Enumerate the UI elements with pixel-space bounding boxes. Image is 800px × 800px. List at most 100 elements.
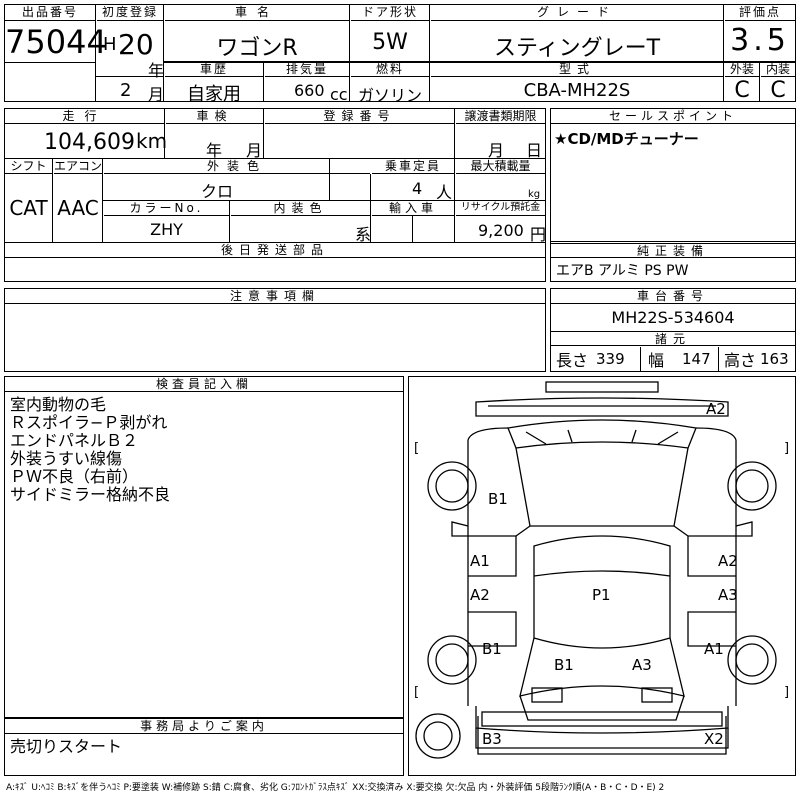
inspector-line: 室内動物の毛 xyxy=(10,395,107,414)
dims-sep-1 xyxy=(640,347,641,372)
car-diagram: A2 B1 A1 A2 A2 A3 P1 B1 B1 A3 A1 B3 X2 [… xyxy=(414,381,789,759)
bracket-left: [ xyxy=(414,441,419,456)
ext-color-value: クロ xyxy=(200,182,233,201)
int-grade-label: 内装 xyxy=(761,62,795,77)
inspector-line: ＰＷ不良（右前） xyxy=(10,467,139,486)
grade-label: グレード xyxy=(431,5,723,21)
int-grade-value: C xyxy=(770,78,786,103)
equipment-text: エアB アルミ PS PW xyxy=(556,263,689,279)
fuel-cell xyxy=(350,62,430,102)
lot-label: 出品番号 xyxy=(5,5,95,21)
ac-cell xyxy=(53,158,103,242)
load-unit: kg xyxy=(528,189,541,200)
ext-grade-cell xyxy=(724,62,760,102)
damage-mark: A2 xyxy=(470,586,490,604)
transfer-day-unit: 日 xyxy=(526,141,543,160)
grade-value: スティングレーT xyxy=(493,36,661,61)
model-value: CBA-MH22S xyxy=(523,80,631,101)
recycle-label: リサイクル預託金 xyxy=(456,201,545,216)
lot-bottom-cell xyxy=(4,62,96,102)
year-value: 20 xyxy=(118,28,154,61)
damage-mark: A2 xyxy=(718,552,738,570)
header-row-divider xyxy=(164,62,796,63)
damage-mark: B1 xyxy=(554,656,574,674)
score-label: 評価点 xyxy=(725,5,795,21)
inspector-box xyxy=(4,376,404,718)
displacement-label: 排気量 xyxy=(265,62,349,77)
name-cell xyxy=(164,4,350,62)
model-cell xyxy=(430,62,724,102)
mileage-value: 104,609 xyxy=(44,130,135,155)
damage-mark: A3 xyxy=(718,586,738,604)
width-value: 147 xyxy=(682,350,711,368)
mileage-cell xyxy=(4,108,165,158)
door-cell xyxy=(350,4,430,62)
recycle-unit: 円 xyxy=(530,225,547,244)
int-color-cell xyxy=(230,200,371,242)
year-unit: 年 xyxy=(148,61,165,80)
inspector-line: サイドミラー格納不良 xyxy=(10,485,171,504)
damage-mark: B3 xyxy=(482,730,502,748)
month-value: 2 xyxy=(120,80,132,101)
dims-label: 諸元 xyxy=(551,331,795,346)
history-label: 車歴 xyxy=(165,62,263,77)
damage-mark: A2 xyxy=(706,400,726,418)
shift-label: シフト xyxy=(5,159,52,174)
inspection-year-unit: 年 xyxy=(206,141,223,160)
grade-cell xyxy=(430,4,724,62)
inspector-line: エンドパネルＢ２ xyxy=(10,431,139,450)
damage-mark: A1 xyxy=(470,552,490,570)
notes-label: 注意事項欄 xyxy=(5,289,545,304)
bracket-right: ] xyxy=(784,441,789,456)
height-value: 163 xyxy=(760,350,789,368)
name-value: ワゴンR xyxy=(216,36,298,61)
score-cell xyxy=(724,4,796,62)
capacity-cell xyxy=(371,158,455,200)
row-a-divider xyxy=(4,158,546,159)
bracket-left: [ xyxy=(414,685,419,700)
sales-label: セールスポイント xyxy=(551,109,795,124)
color-no-cell xyxy=(103,200,230,242)
load-label: 最大積載量 xyxy=(456,159,545,174)
door-value: 5W xyxy=(372,30,408,55)
inspection-label: 車検 xyxy=(166,109,263,124)
fuel-label: 燃料 xyxy=(351,62,429,77)
color-no-label: カラーNo. xyxy=(104,201,229,216)
ext-color-sub-cell xyxy=(330,174,371,200)
length-value: 339 xyxy=(596,350,625,368)
shift-value: CAT xyxy=(9,196,48,220)
damage-mark: X2 xyxy=(704,730,724,748)
damage-mark: P1 xyxy=(592,586,611,604)
ac-value: AAC xyxy=(57,196,99,220)
damage-mark: A3 xyxy=(632,656,652,674)
recycle-value: 9,200 xyxy=(478,221,524,240)
ext-color-cell xyxy=(103,158,330,200)
import-sub-cell xyxy=(371,216,413,242)
office-label: 事務局よりご案内 xyxy=(5,718,403,734)
sales-text: ★CD/MDチューナー xyxy=(554,130,699,148)
equipment-label: 純正装備 xyxy=(551,243,795,258)
door-label: ドア形状 xyxy=(351,5,429,21)
color-no-value: ZHY xyxy=(150,220,183,239)
dims-sep-2 xyxy=(718,347,719,372)
transfer-month-unit: 月 xyxy=(488,141,505,160)
damage-mark: B1 xyxy=(482,640,502,658)
inspection-month-unit: 月 xyxy=(246,141,263,160)
inspection-cell xyxy=(165,108,264,158)
width-label: 幅 xyxy=(648,351,665,370)
import-cell xyxy=(371,200,455,242)
inspector-line: 外装うすい線傷 xyxy=(10,449,123,468)
lot-cell xyxy=(4,4,96,62)
row-b-divider xyxy=(103,200,546,201)
registration-cell xyxy=(96,4,164,102)
chassis-value: MH22S-534604 xyxy=(611,308,735,327)
plate-cell xyxy=(264,108,455,158)
length-label: 長さ xyxy=(556,351,589,370)
capacity-unit: 人 xyxy=(436,183,453,202)
score-value: 3.5 xyxy=(730,23,790,58)
damage-mark: B1 xyxy=(488,490,508,508)
transfer-label: 譲渡書類期限 xyxy=(456,109,545,124)
plate-label: 登録番号 xyxy=(265,109,454,124)
damage-mark: A1 xyxy=(704,640,724,658)
shift-cell xyxy=(4,158,53,242)
